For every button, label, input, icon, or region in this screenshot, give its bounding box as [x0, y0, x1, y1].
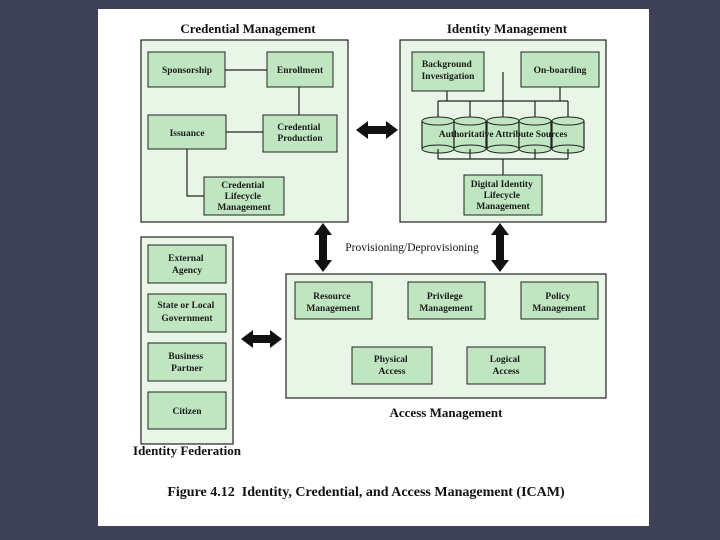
cylinder-5: [551, 116, 585, 154]
connector-issuance-lifecycle: [186, 149, 204, 197]
identity-federation-title: Identity Federation: [133, 443, 242, 458]
arrow-federation-access: [241, 330, 282, 348]
background-investigation-box: [411, 51, 485, 92]
credential-lifecycle-label: Credential Lifecycle Management: [217, 181, 271, 213]
policy-management-box: [520, 281, 599, 320]
onboarding-label: On-boarding: [534, 66, 587, 76]
resource-management-label: Resource Management: [306, 292, 360, 314]
background-investigation-label: Background Investigation: [422, 60, 476, 82]
business-partner-label: Business Partner: [168, 352, 205, 374]
digital-identity-lifecycle-box: [463, 174, 543, 216]
enrollment-box: [266, 51, 334, 88]
credential-management-title: Credential Management: [180, 21, 316, 36]
icam-diagram: Credential Management Identity Managemen…: [133, 21, 607, 500]
issuance-box: [147, 114, 227, 150]
citizen-box: [147, 391, 227, 430]
authoritative-sources-label: Authoritative Attribute Sources: [439, 130, 568, 140]
credential-lifecycle-box: [203, 176, 285, 216]
external-agency-label: External Agency: [168, 254, 206, 276]
business-partner-box: [147, 342, 227, 382]
privilege-management-label: Privilege Management: [419, 292, 473, 314]
arrow-credential-identity: [356, 121, 398, 139]
arrow-provisioning-left: [314, 223, 332, 272]
authoritative-sources-cylinders: [421, 116, 585, 159]
privilege-management-box: [407, 281, 486, 320]
resource-management-box: [294, 281, 373, 320]
onboarding-box: [520, 51, 600, 88]
figure-caption: Figure 4.12 Identity, Credential, and Ac…: [167, 485, 565, 500]
access-management-title: Access Management: [390, 405, 504, 420]
physical-access-box: [351, 346, 433, 385]
identity-management-title: Identity Management: [447, 21, 568, 36]
state-local-government-label: State or Local Government: [157, 301, 216, 324]
credential-production-label: Credential Production: [277, 123, 323, 144]
logical-access-label: Logical Access: [490, 355, 522, 377]
provisioning-label: Provisioning/Deprovisioning: [345, 242, 479, 254]
arrow-provisioning-right: [491, 223, 509, 272]
enrollment-label: Enrollment: [277, 66, 324, 76]
cylinder-2: [453, 116, 487, 154]
citizen-label: Citizen: [172, 407, 202, 417]
figure-sheet: Credential Management Identity Managemen…: [98, 9, 649, 526]
cylinder-3: [486, 116, 520, 154]
digital-identity-lifecycle-label: Digital Identity Lifecycle Management: [471, 180, 535, 212]
sponsorship-box: [147, 51, 226, 88]
external-agency-box: [147, 244, 227, 284]
issuance-label: Issuance: [170, 129, 205, 139]
policy-management-label: Policy Management: [532, 292, 586, 314]
logical-access-box: [466, 346, 546, 385]
physical-access-label: Physical Access: [374, 355, 410, 377]
credential-production-box: [262, 114, 338, 153]
sponsorship-label: Sponsorship: [162, 66, 212, 76]
state-local-government-box: [147, 293, 227, 333]
